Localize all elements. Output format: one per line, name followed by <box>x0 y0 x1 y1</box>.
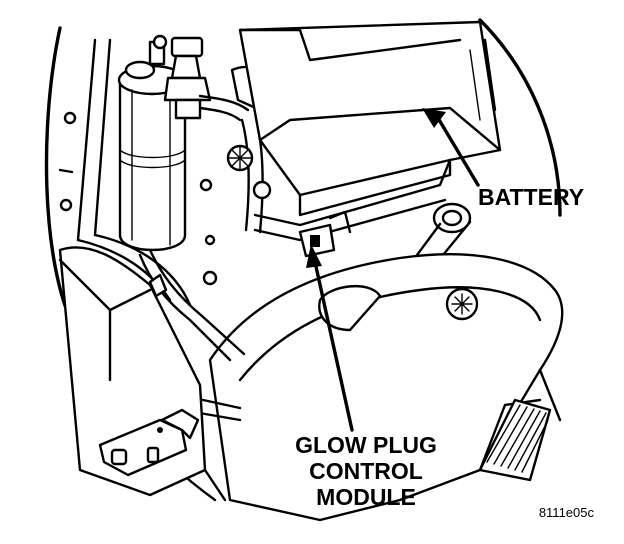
electrical-connector <box>98 408 200 477</box>
glow-plug-leader <box>306 244 354 432</box>
battery-leader <box>422 108 480 187</box>
star-nut-icon <box>226 144 254 172</box>
torx-bolt-icon <box>445 287 479 321</box>
bolt-icon <box>204 234 216 246</box>
battery-tray <box>199 158 452 286</box>
glow-plug-callout-line-2: CONTROL <box>309 458 423 484</box>
figure-code: 8111e05c <box>539 505 595 520</box>
fender-panel <box>208 253 564 522</box>
bolt-icon <box>199 178 213 192</box>
battery-callout: BATTERY <box>478 184 584 210</box>
grille <box>478 398 552 482</box>
nut-icon <box>252 180 272 200</box>
glow-plug-callout-line-1: GLOW PLUG <box>295 432 437 458</box>
battery <box>238 20 502 217</box>
left-frame-rail <box>58 38 192 307</box>
glow-plug-module <box>298 210 352 258</box>
bolt-icon <box>59 198 73 212</box>
glow-plug-callout-line-3: MODULE <box>316 484 416 510</box>
bolt-icon <box>63 111 77 125</box>
bolt-icon <box>202 270 218 286</box>
